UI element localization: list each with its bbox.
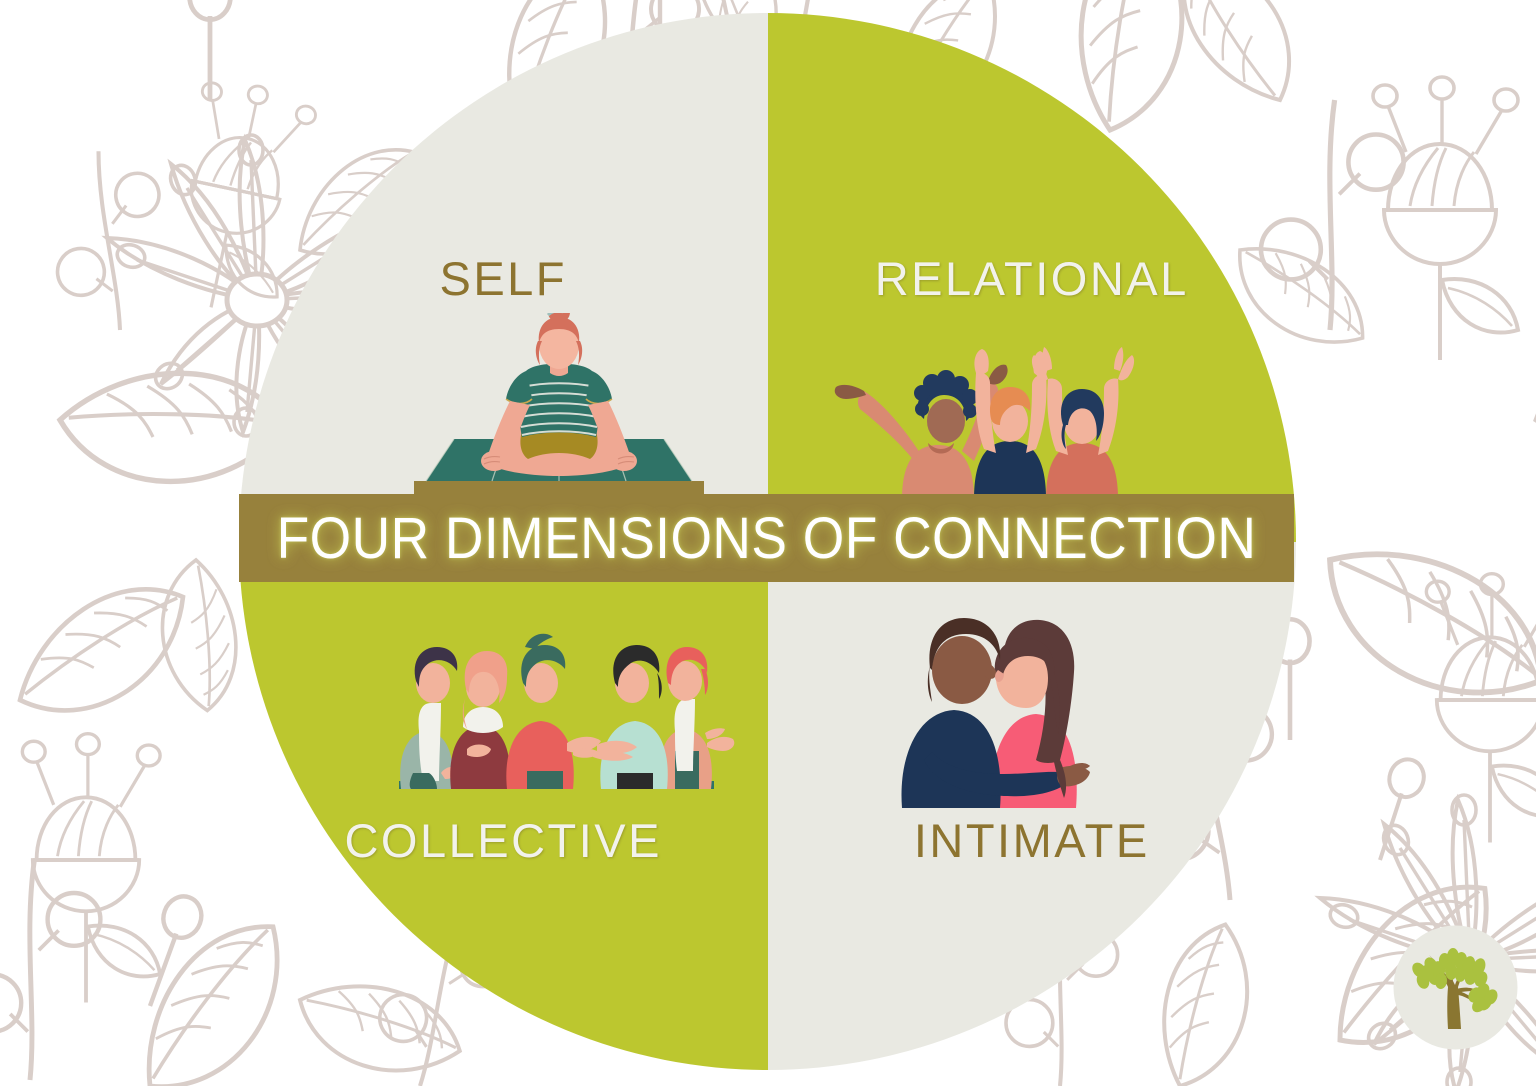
meditating-woman-illustration (414, 313, 704, 503)
tree-logo[interactable] (1393, 925, 1518, 1050)
quadrant-label-relational: RELATIONAL (874, 252, 1189, 305)
quadrant-label-intimate: INTIMATE (913, 814, 1150, 867)
connection-wheel: SELF RELATIONAL COLLECTIVE INTIMATE (239, 13, 1296, 1070)
page-title: FOUR DIMENSIONS OF CONNECTION (276, 505, 1257, 571)
celebrating-friends-illustration (824, 347, 1164, 513)
title-banner: FOUR DIMENSIONS OF CONNECTION (239, 494, 1294, 582)
quadrant-label-collective: COLLECTIVE (344, 814, 663, 867)
quadrant-label-self: SELF (439, 252, 568, 305)
quadrant-collective[interactable] (239, 541, 768, 1070)
group-conversation-illustration (399, 633, 735, 789)
couple-embracing-illustration (901, 618, 1090, 808)
